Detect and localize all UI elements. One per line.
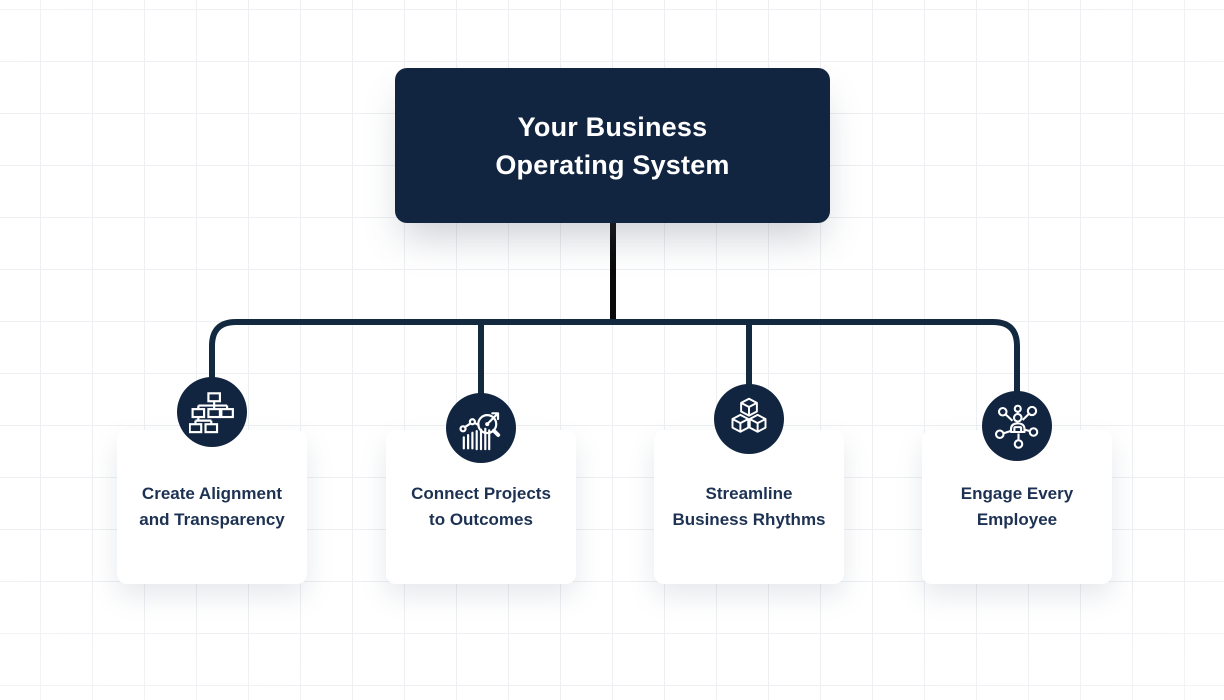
branch-card-label: Connect Projects to Outcomes xyxy=(411,484,551,529)
branch-card-label: Streamline Business Rhythms xyxy=(672,484,826,529)
branch-card-create-alignment: Create Alignment and Transparency xyxy=(117,430,307,584)
root-title-line2: Operating System xyxy=(495,149,730,180)
root-node: Your Business Operating System xyxy=(395,68,830,223)
people-network-icon xyxy=(982,391,1052,461)
stacked-cubes-icon xyxy=(714,384,784,454)
root-title-line1: Your Business xyxy=(517,111,708,142)
branch-card-label: Create Alignment and Transparency xyxy=(139,484,285,529)
branch-card-label: Engage Every Employee xyxy=(960,484,1074,529)
analytics-magnifier-icon xyxy=(446,393,516,463)
org-chart-icon xyxy=(177,377,247,447)
